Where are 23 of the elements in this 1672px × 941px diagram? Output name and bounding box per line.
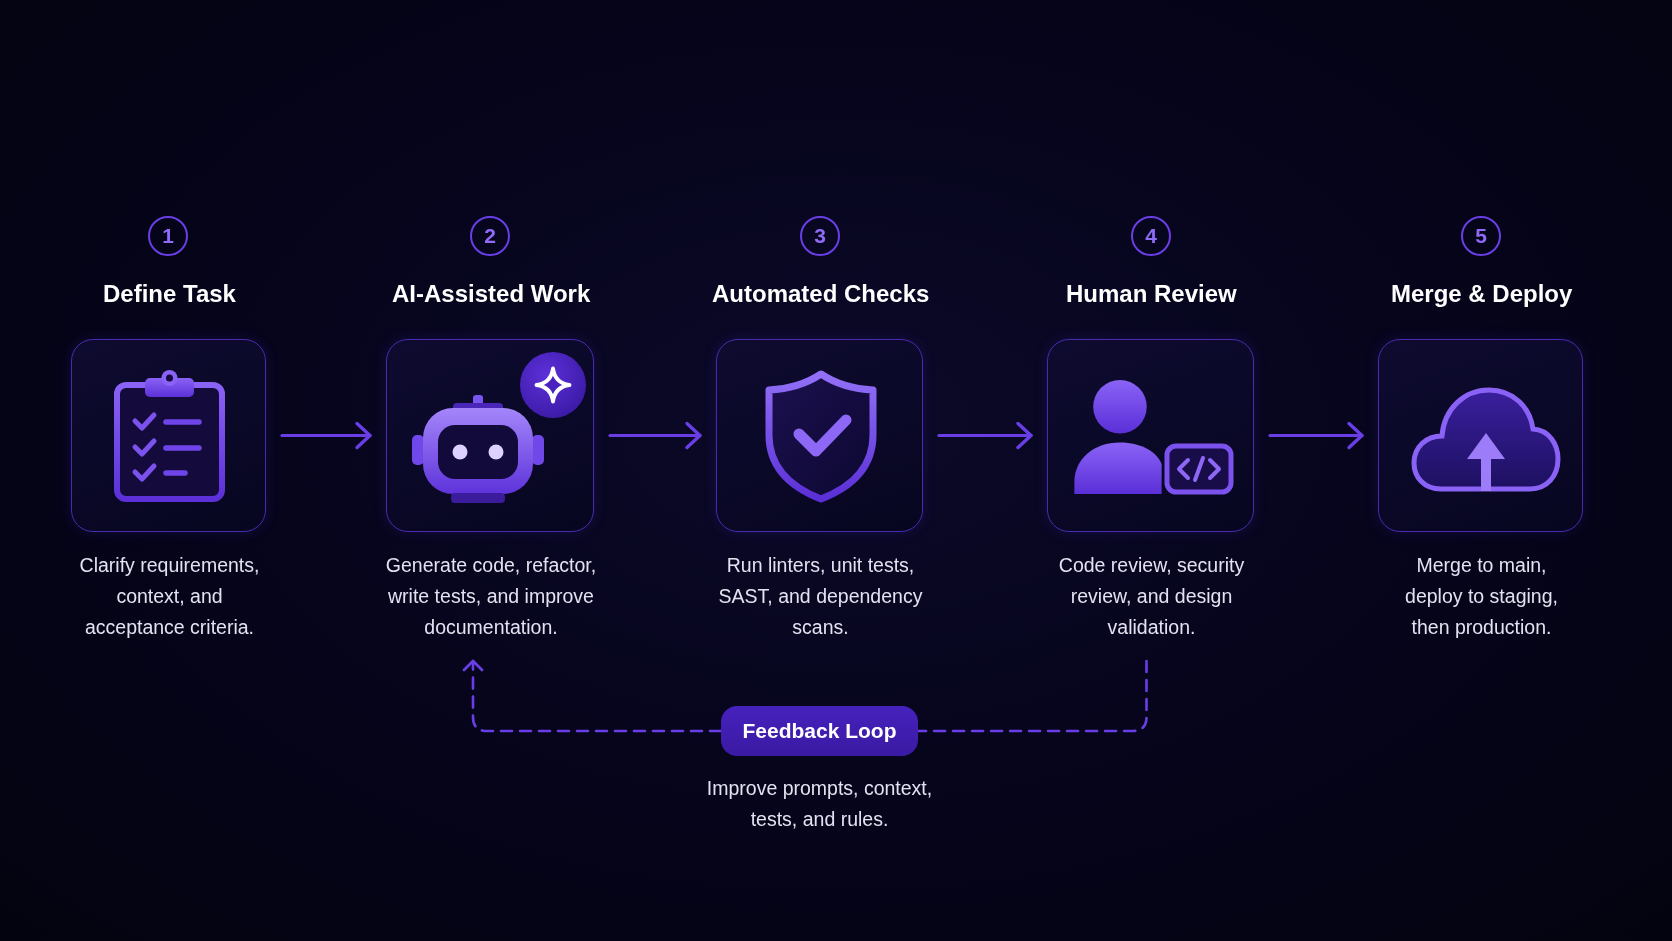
arrow (608, 421, 702, 450)
step-description: Generate code, refactor, write tests, and improve documentation. (384, 553, 598, 640)
step-title: Human Review (1066, 280, 1237, 308)
step-title: Merge & Deploy (1391, 280, 1573, 308)
step-description: Clarify requirements, context, and acceptance criteria. (78, 553, 261, 640)
pill-label: Feedback Loop (742, 719, 897, 743)
step-title: AI-Assisted Work (392, 280, 591, 308)
step-number: 4 (1131, 216, 1171, 256)
arrow (1268, 421, 1364, 450)
dashed-arrow (462, 659, 723, 733)
step-description: Code review, security review, and design validation. (1057, 553, 1246, 640)
step-description: Run linters, unit tests, SAST, and dependency scans. (717, 553, 924, 640)
step-number: 2 (470, 216, 510, 256)
arrow (937, 421, 1033, 450)
arrow (280, 421, 372, 450)
step-title: Define Task (103, 280, 236, 308)
step-number: 3 (800, 216, 840, 256)
dashed-line (916, 659, 1148, 733)
step-description: Merge to main, deploy to staging, then production. (1404, 553, 1559, 640)
step-number: 5 (1461, 216, 1501, 256)
step-title: Automated Checks (712, 280, 930, 308)
step-number: 1 (148, 216, 188, 256)
step-description: Improve prompts, context, tests, and rules. (705, 776, 934, 832)
